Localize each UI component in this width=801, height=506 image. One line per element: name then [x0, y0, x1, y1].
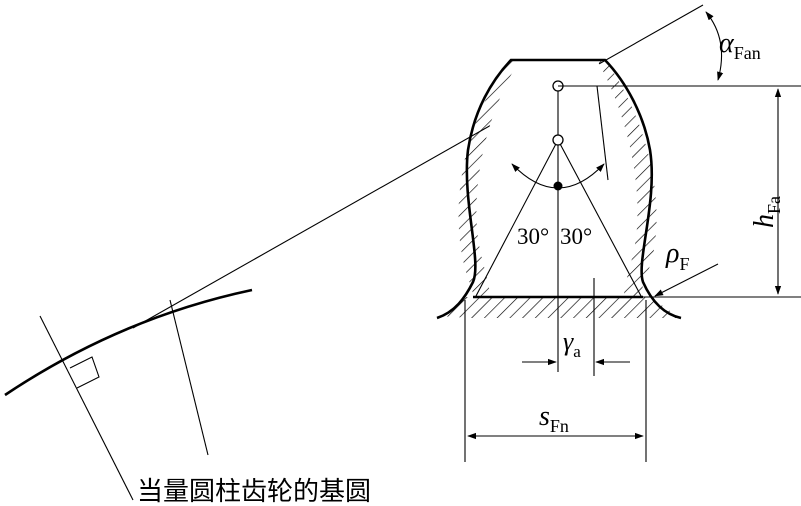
right-angle-marker — [69, 356, 100, 389]
radial-line-right — [169, 299, 209, 456]
tooth-outline — [436, 58, 682, 320]
pressure-center-marker — [552, 134, 564, 146]
tangent-line — [132, 4, 704, 329]
inner-line-right — [596, 85, 609, 181]
angle-label-right: 30° — [560, 224, 592, 249]
gamma-a-label: γa — [563, 327, 581, 361]
base-circle-arc — [4, 288, 253, 397]
s-fn-label: sFn — [539, 401, 569, 436]
thirty-deg-arc — [511, 163, 605, 189]
alpha-angle-arc — [705, 11, 724, 81]
h-fa-label: hFa — [749, 196, 784, 228]
radial-line-left — [39, 315, 134, 501]
angle-label-left: 30° — [517, 224, 549, 249]
tooth-inner-region — [476, 60, 638, 297]
base-circle-caption: 当量圆柱齿轮的基圆 — [137, 477, 371, 506]
arc-center-dot — [553, 181, 563, 191]
alpha-fan-label: αFan — [719, 28, 761, 63]
rho-f-label: ρF — [665, 238, 689, 274]
rho-leader — [654, 263, 719, 297]
